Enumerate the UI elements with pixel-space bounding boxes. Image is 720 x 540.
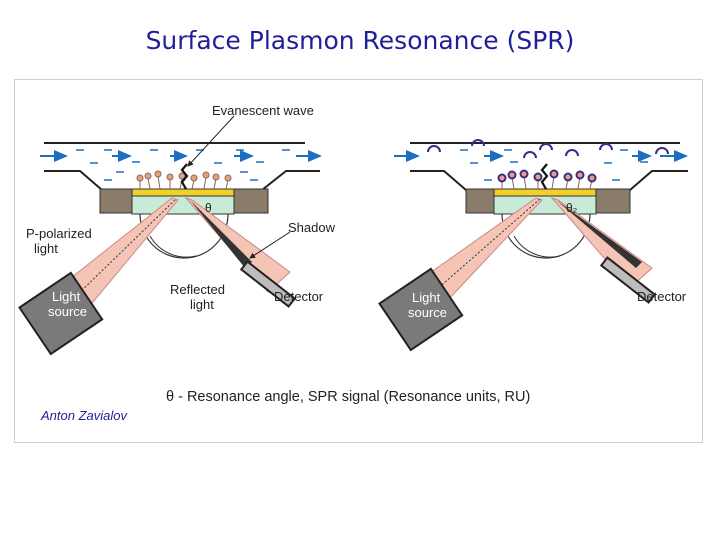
right-source-label-line2: source: [408, 305, 447, 320]
left-light-source: [18, 271, 104, 356]
right-dotted-normal: [435, 198, 541, 291]
left-evanescent-wave: [180, 163, 189, 190]
left-evanescent-pointer: [187, 115, 235, 167]
left-source-label-line2: source: [48, 304, 87, 319]
right-angle-arc: [513, 235, 561, 258]
right-block-right: [595, 188, 631, 214]
right-panel: θ₂ Detector Light source: [378, 139, 688, 352]
author-credit: Anton Zavialov: [41, 408, 127, 423]
left-dotted-normal: [75, 198, 177, 297]
evanescent-wave-label: Evanescent wave: [212, 103, 314, 118]
left-detector-label: Detector: [274, 289, 324, 304]
shadow-label: Shadow: [288, 220, 336, 235]
right-buffer-dashes: [460, 149, 648, 181]
right-shadow: [556, 200, 642, 268]
right-reflected-beam: [550, 196, 653, 289]
right-bound-complexes: [497, 169, 597, 190]
left-gold-layer: [131, 188, 235, 197]
right-flow-cell: [410, 142, 688, 191]
p-polarized-label-line2: light: [34, 241, 58, 256]
left-theta-label: θ: [205, 201, 212, 215]
right-light-source: [378, 267, 464, 352]
figure-frame: [14, 79, 703, 443]
diagram-caption: θ - Resonance angle, SPR signal (Resonan…: [166, 389, 530, 405]
left-shadow: [190, 200, 252, 268]
right-theta-label: θ₂: [566, 201, 578, 215]
right-analytes: [427, 139, 669, 159]
right-gold-layer: [493, 188, 597, 197]
left-ligands: [136, 170, 232, 190]
left-angle-arc: [149, 235, 197, 258]
left-source-label-line1: Light: [52, 289, 81, 304]
right-detector: [599, 256, 657, 304]
p-polarized-label-line1: P-polarized: [26, 226, 92, 241]
slide-title: Surface Plasmon Resonance (SPR): [145, 26, 575, 55]
right-detector-label: Detector: [637, 289, 687, 304]
reflected-label-line1: Reflected: [170, 282, 225, 297]
left-shadow-pointer: [249, 231, 291, 259]
left-block-left: [99, 188, 133, 214]
right-source-label-line1: Light: [412, 290, 441, 305]
right-block-left: [465, 188, 495, 214]
right-evanescent-wave: [540, 163, 549, 190]
reflected-label-line2: light: [190, 297, 214, 312]
left-panel: Evanescent wave θ P-polarized light Shad…: [18, 103, 336, 356]
left-block-right: [233, 188, 269, 214]
left-glass-slide: [131, 195, 235, 215]
right-glass-slide: [493, 195, 597, 215]
left-detector: [239, 260, 297, 308]
